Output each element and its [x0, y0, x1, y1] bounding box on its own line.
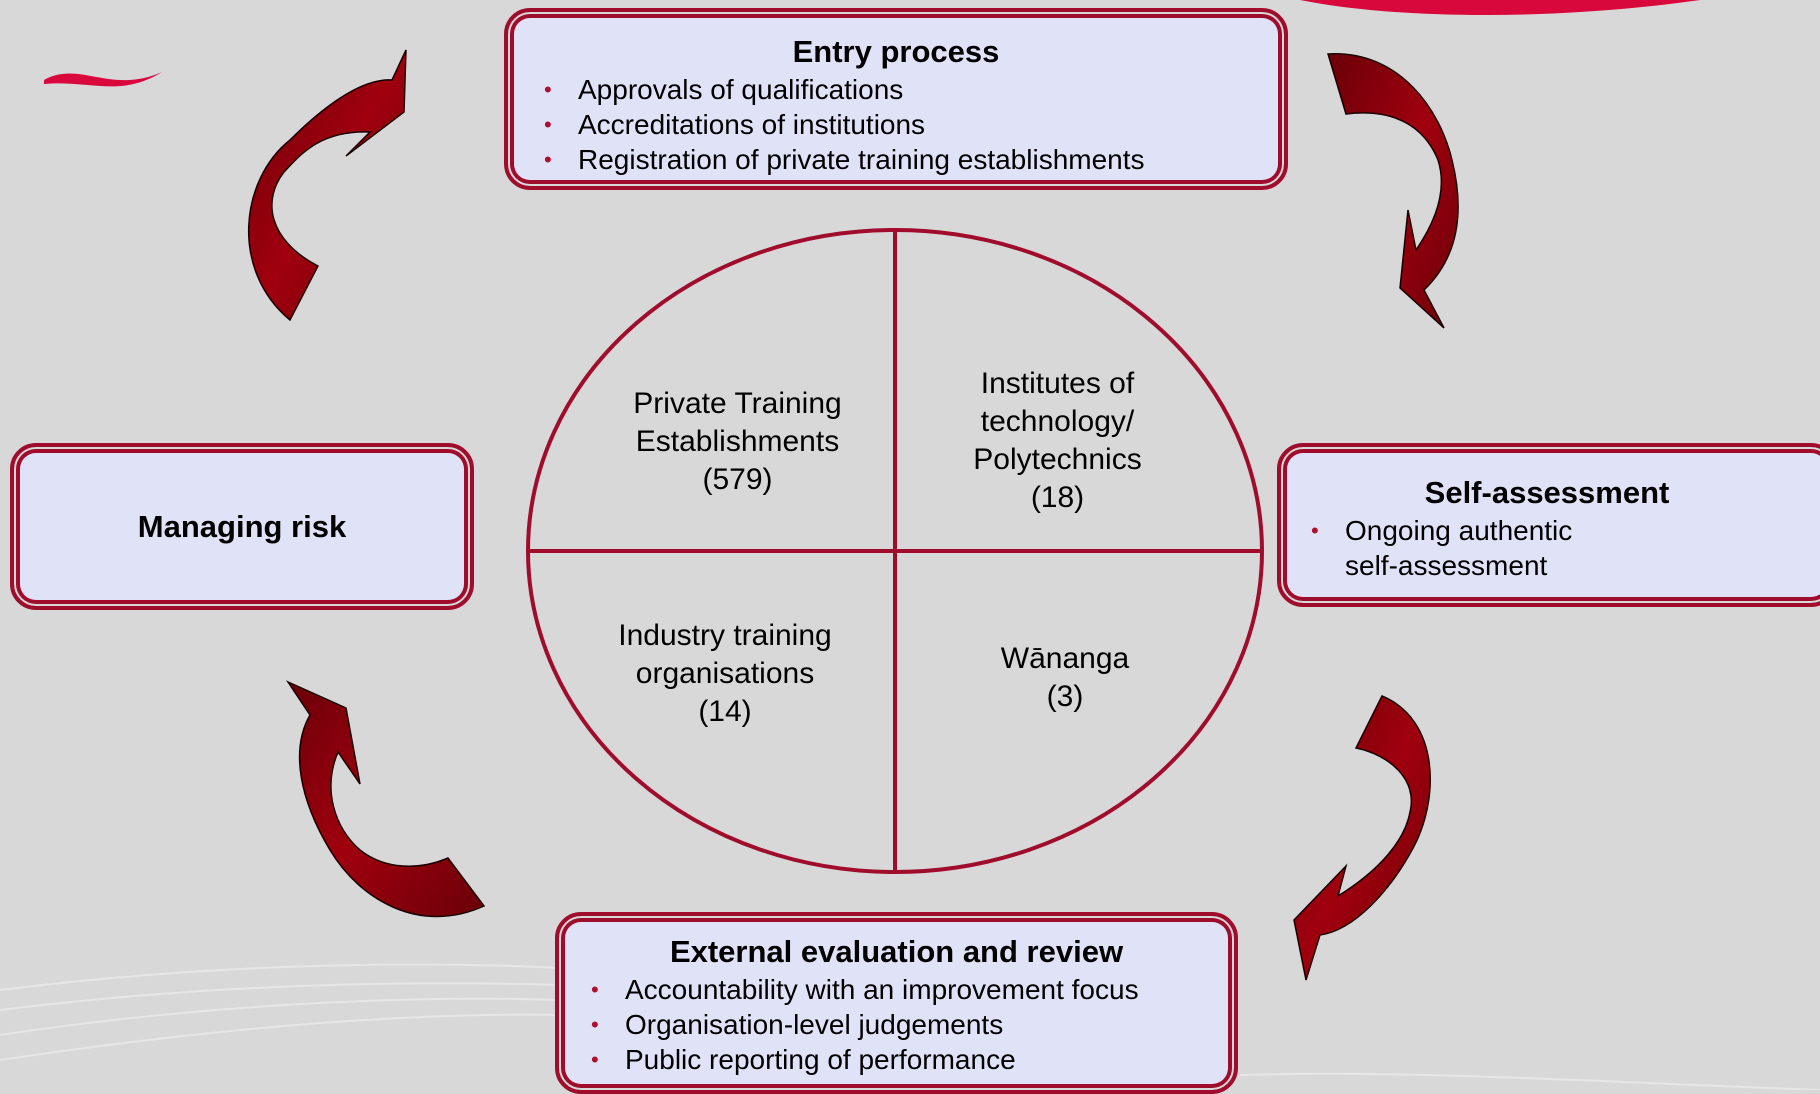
self-assessment-box: Self-assessment •Ongoing authentic self-…	[1277, 443, 1820, 607]
self-assessment-list: •Ongoing authentic self-assessment	[1301, 513, 1601, 583]
quadrant-wananga: Wānanga (3)	[1000, 642, 1130, 713]
entry-process-list: •Approvals of qualifications •Accreditat…	[534, 72, 1284, 177]
curved-arrow-icon	[1293, 695, 1431, 981]
bullet-icon: •	[544, 77, 552, 102]
list-item: •Approvals of qualifications	[544, 74, 904, 105]
entry-process-box: Entry process •Approvals of qualificatio…	[504, 8, 1288, 190]
list-item: •Ongoing authentic self-assessment	[1311, 515, 1573, 581]
curved-arrow-icon	[248, 49, 407, 322]
external-evaluation-list: •Accountability with an improvement focu…	[581, 972, 1234, 1077]
managing-risk-box: Managing risk	[10, 443, 474, 610]
quadrant-polytechnics: Institutes of technology/ Polytechnics (…	[973, 367, 1142, 514]
managing-risk-title: Managing risk	[137, 509, 347, 544]
self-assessment-title: Self-assessment	[1424, 475, 1670, 510]
bullet-icon: •	[591, 977, 599, 1002]
curved-arrow-icon	[285, 680, 486, 918]
bullet-icon: •	[1311, 518, 1319, 543]
decor-swoosh-logo	[44, 72, 162, 87]
bullet-icon: •	[591, 1047, 599, 1072]
bullet-icon: •	[544, 147, 552, 172]
list-item: •Accreditations of institutions	[544, 109, 926, 140]
bullet-icon: •	[591, 1012, 599, 1037]
decor-lines-bottom	[0, 963, 1820, 1090]
list-item: •Organisation-level judgements	[591, 1009, 1004, 1040]
list-item: •Accountability with an improvement focu…	[591, 974, 1139, 1005]
bullet-icon: •	[544, 112, 552, 137]
list-item: •Registration of private training establ…	[544, 144, 1145, 175]
quadrant-industry-training: Industry training organisations (14)	[618, 619, 832, 728]
quadrant-private-training: Private Training Establishments (579)	[633, 387, 842, 496]
external-evaluation-title: External evaluation and review	[669, 934, 1124, 969]
entry-process-title: Entry process	[792, 34, 1000, 69]
external-evaluation-box: External evaluation and review •Accounta…	[555, 912, 1238, 1094]
list-item: •Public reporting of performance	[591, 1044, 1016, 1075]
curved-arrow-icon	[1327, 53, 1459, 329]
decor-swoosh-top-right	[1300, 0, 1700, 15]
